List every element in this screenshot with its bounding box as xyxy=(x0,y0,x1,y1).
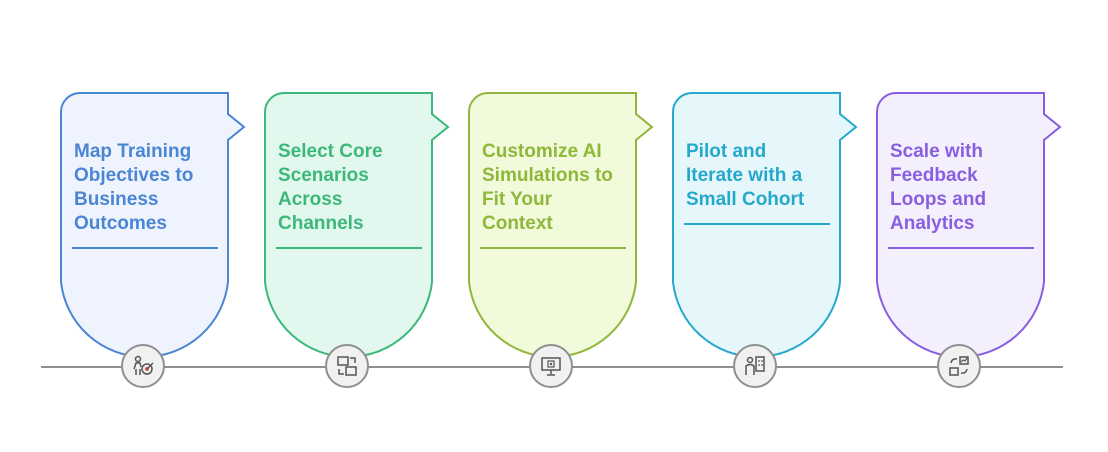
step-title-1: Map Training Objectives to Business Outc… xyxy=(74,140,224,236)
step-underline xyxy=(72,247,218,249)
step-card-2: Select Core Scenarios Across Channels xyxy=(264,92,460,358)
step-node-3 xyxy=(529,344,573,388)
step-title-line: Scale with xyxy=(890,141,983,162)
step-title-2: Select Core Scenarios Across Channels xyxy=(278,140,428,236)
step-node-4 xyxy=(733,344,777,388)
step-title-line: Scenarios xyxy=(278,165,369,186)
step-title-line: Business xyxy=(74,189,159,210)
card-shape xyxy=(672,92,858,358)
step-title-line: Pilot and xyxy=(686,141,767,162)
step-title-line: Simulations to xyxy=(482,165,613,186)
step-node-2 xyxy=(325,344,369,388)
step-card-4: Pilot and Iterate with a Small Cohort xyxy=(672,92,868,358)
card-shape xyxy=(468,92,654,358)
step-title-line: Analytics xyxy=(890,213,975,234)
step-underline xyxy=(684,223,830,225)
step-node-5 xyxy=(937,344,981,388)
step-title-line: Across xyxy=(278,189,343,210)
step-title-line: Customize AI xyxy=(482,141,602,162)
ai-screen-icon xyxy=(541,357,561,376)
card-outline xyxy=(876,92,1062,358)
step-title-line: Outcomes xyxy=(74,213,167,234)
step-card-1: Map Training Objectives to Business Outc… xyxy=(60,92,256,358)
card-shape xyxy=(876,92,1062,358)
step-title-line: Objectives to xyxy=(74,165,194,186)
presenter-board-icon xyxy=(745,356,765,375)
step-title-line: Small Cohort xyxy=(686,189,805,210)
card-outline xyxy=(60,92,246,358)
card-outline xyxy=(264,92,450,358)
step-title-line: Iterate with a xyxy=(686,165,803,186)
step-title-line: Map Training xyxy=(74,141,192,162)
step-title-4: Pilot and Iterate with a Small Cohort xyxy=(686,140,836,212)
step-title-line: Select Core xyxy=(278,141,383,162)
step-underline xyxy=(480,247,626,249)
channels-swap-icon xyxy=(337,356,357,376)
step-node-1 xyxy=(121,344,165,388)
target-person-icon xyxy=(133,355,154,375)
step-title-line: Loops and xyxy=(890,189,987,210)
card-shape xyxy=(60,92,246,358)
card-shape xyxy=(264,92,450,358)
step-title-3: Customize AI Simulations to Fit Your Con… xyxy=(482,140,632,236)
analytics-loop-icon xyxy=(949,356,969,376)
step-title-line: Channels xyxy=(278,213,364,234)
step-underline xyxy=(276,247,422,249)
step-title-line: Fit Your xyxy=(482,189,553,210)
step-title-line: Context xyxy=(482,213,553,234)
step-card-3: Customize AI Simulations to Fit Your Con… xyxy=(468,92,664,358)
step-title-line: Feedback xyxy=(890,165,978,186)
step-underline xyxy=(888,247,1034,249)
step-card-5: Scale with Feedback Loops and Analytics xyxy=(876,92,1072,358)
card-outline xyxy=(468,92,654,358)
step-title-5: Scale with Feedback Loops and Analytics xyxy=(890,140,1040,236)
